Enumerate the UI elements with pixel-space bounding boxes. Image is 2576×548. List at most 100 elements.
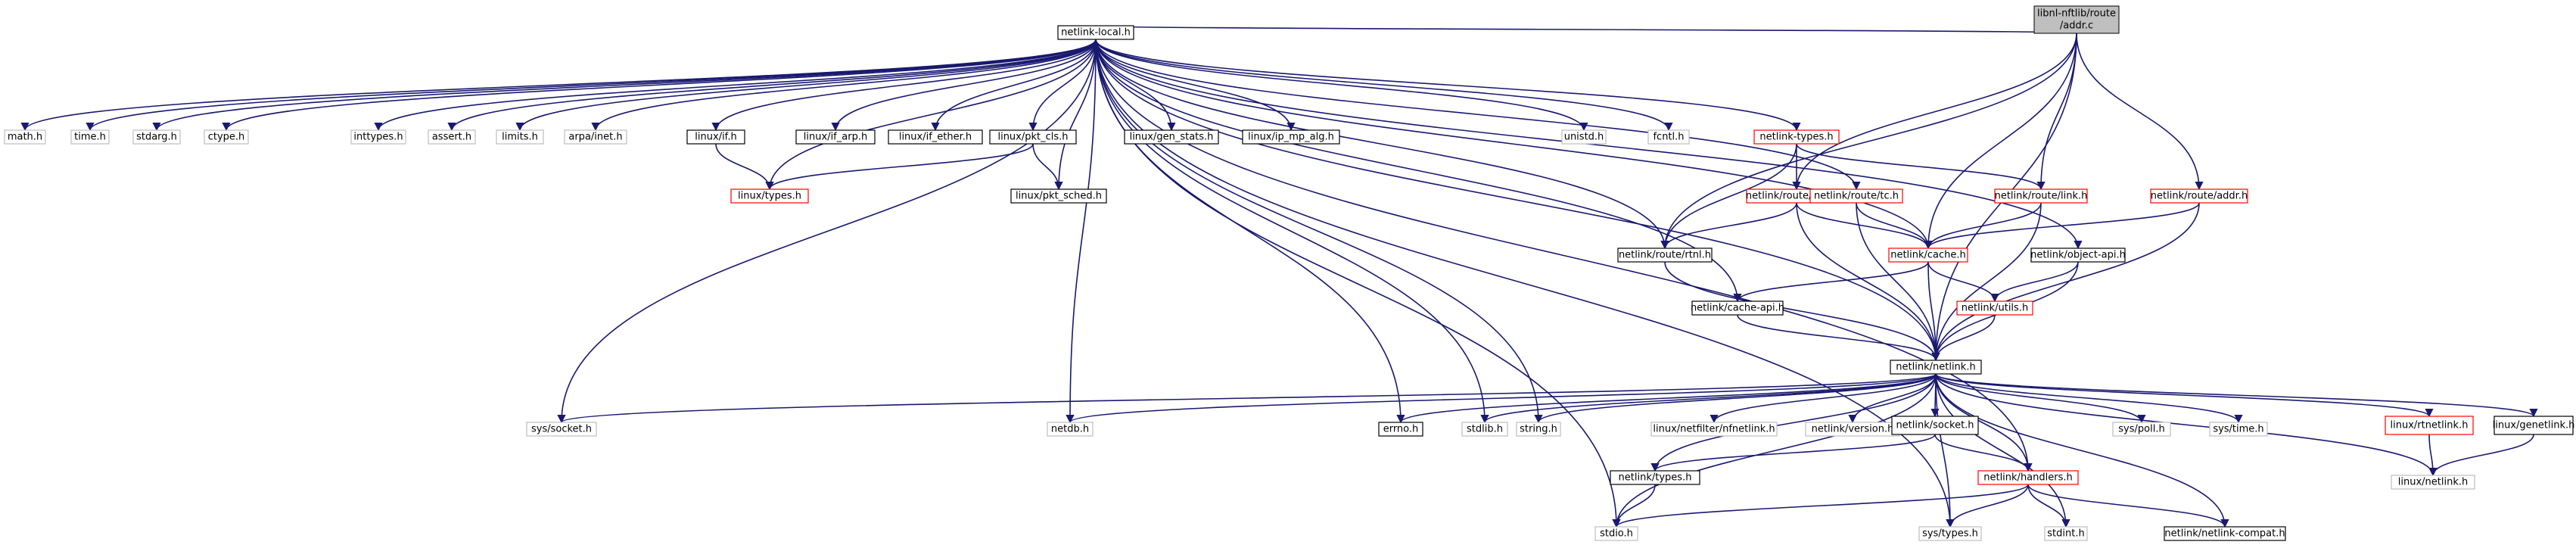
node-cache[interactable]: netlink/cache.h (1888, 248, 1968, 263)
node-netlink-local[interactable]: netlink-local.h (1057, 25, 1134, 40)
node-unistd[interactable]: unistd.h (1561, 129, 1607, 145)
edge-nl_socket-to-handlers (1934, 434, 2033, 472)
edge-netlink_local-to-linux_if_arp (831, 39, 1097, 132)
node-utils[interactable]: netlink/utils.h (1956, 300, 2033, 316)
node-math[interactable]: math.h (4, 129, 46, 145)
node-label: linux/pkt_cls.h (997, 132, 1068, 143)
edge-netlink_netlink-to-sys_types (1935, 373, 1955, 528)
node-linux-if[interactable]: linux/if.h (686, 129, 745, 145)
node-label: errno.h (1383, 424, 1419, 435)
node-box (1461, 422, 1508, 437)
node-stdarg[interactable]: stdarg.h (132, 129, 181, 145)
node-box (2044, 526, 2088, 541)
edge-object_api-to-utils (1990, 261, 2079, 303)
node-route-addr[interactable]: netlink/route/addr.h (2150, 188, 2248, 204)
node-label: netlink/route/addr.h (2151, 191, 2248, 202)
node-stdint[interactable]: stdint.h (2044, 526, 2088, 541)
file-nodes: libnl-nftlib/route /addr.c netlink-local… (4, 5, 2575, 541)
node-nl-version[interactable]: netlink/version.h (1805, 422, 1900, 437)
node-linux-types[interactable]: linux/types.h (730, 188, 809, 204)
node-box (1809, 188, 1903, 204)
node-route-tc[interactable]: netlink/route/tc.h (1809, 188, 1903, 204)
edge-netlink_local-to-ctype (222, 39, 1097, 132)
node-nfnetlink[interactable]: linux/netfilter/nfnetlink.h (1650, 422, 1778, 437)
node-linux-ip-mp-alg[interactable]: linux/ip_mp_alg.h (1242, 129, 1340, 145)
node-label: stdarg.h (136, 132, 177, 143)
node-nl-types[interactable]: netlink/types.h (1610, 470, 1700, 485)
node-label: linux/rtnetlink.h (2391, 420, 2469, 431)
node-box (1647, 129, 1690, 145)
node-route-link[interactable]: netlink/route/link.h (1994, 188, 2088, 204)
node-handlers[interactable]: netlink/handlers.h (1977, 470, 2079, 485)
edge-netlink_local-to-linux_if_ether (931, 39, 1097, 132)
edge-root-to-route_rtnl (1660, 33, 2077, 250)
edge-netlink_local-to-netlink_types (1095, 39, 1801, 132)
node-box (1650, 422, 1778, 437)
dependency-edges (20, 24, 2538, 528)
node-box (1891, 416, 1979, 435)
node-ctype[interactable]: ctype.h (204, 129, 249, 145)
node-string[interactable]: string.h (1516, 422, 1561, 437)
node-netlink-types[interactable]: netlink-types.h (1753, 129, 1840, 145)
edge-linux_pkt_cls-to-linux_types (765, 143, 1034, 191)
node-errno[interactable]: errno.h (1378, 422, 1423, 437)
edge-netlink_local-to-arpa_inet (591, 39, 1097, 132)
node-fcntl[interactable]: fcntl.h (1647, 129, 1690, 145)
root-node-addr-c[interactable]: libnl-nftlib/route /addr.c (2033, 5, 2120, 34)
node-netlink-netlink[interactable]: netlink/netlink.h (1890, 360, 1982, 375)
node-label: inttypes.h (353, 132, 403, 143)
node-box (888, 129, 983, 145)
edge-root-to-route_link (2036, 33, 2077, 191)
node-netdb[interactable]: netdb.h (1047, 422, 1094, 437)
node-sys-types[interactable]: sys/types.h (1918, 526, 1982, 541)
node-stdio[interactable]: stdio.h (1594, 526, 1638, 541)
node-linux-if-arp[interactable]: linux/if_arp.h (795, 129, 876, 145)
edge-netlink_netlink-to-errno (1396, 373, 1937, 424)
node-inttypes[interactable]: inttypes.h (350, 129, 406, 145)
node-linux-if-ether[interactable]: linux/if_ether.h (888, 129, 983, 145)
node-linux-gen-stats[interactable]: linux/gen_stats.h (1124, 129, 1219, 145)
node-assert[interactable]: assert.h (428, 129, 476, 145)
node-stdlib[interactable]: stdlib.h (1461, 422, 1508, 437)
node-box (1516, 422, 1561, 437)
node-label: netlink-local.h (1061, 27, 1131, 39)
edge-netlink_local-to-math (20, 39, 1097, 132)
edge-netlink_netlink-to-string (1534, 373, 1937, 424)
root-label-line1: libnl-nftlib/route (2037, 8, 2116, 20)
edge-nl_socket-to-nl_types (1650, 434, 1936, 472)
node-genetlink[interactable]: linux/genetlink.h (2493, 416, 2575, 435)
edge-netlink_local-to-inttypes (374, 39, 1097, 132)
node-sys-socket[interactable]: sys/socket.h (526, 422, 597, 437)
node-label: linux/gen_stats.h (1130, 132, 1214, 143)
edge-route_route-to-netlink_netlink (1796, 202, 1940, 362)
node-box (1890, 360, 1982, 375)
node-label: netlink/netlink.h (1896, 362, 1975, 373)
node-linux-netlink[interactable]: linux/netlink.h (2391, 475, 2475, 490)
edge-route_tc-to-cache (1856, 202, 1933, 250)
node-cache-api[interactable]: netlink/cache-api.h (1691, 300, 1784, 316)
edge-netlink_local-to-route_tc (1095, 39, 1861, 191)
node-linux-pkt-sched[interactable]: linux/pkt_sched.h (1010, 188, 1107, 204)
node-sys-time[interactable]: sys/time.h (2209, 422, 2268, 437)
edge-netlink_local-to-route_rtnl (1095, 39, 1669, 250)
node-limits[interactable]: limits.h (496, 129, 544, 145)
node-nl-compat[interactable]: netlink/netlink-compat.h (2164, 526, 2286, 541)
node-sys-poll[interactable]: sys/poll.h (2112, 422, 2171, 437)
edge-linux_if-to-linux_types (715, 143, 774, 191)
node-nl-socket[interactable]: netlink/socket.h (1891, 416, 1979, 435)
edge-netlink_local-to-fcntl (1095, 39, 1673, 132)
node-linux-pkt-cls[interactable]: linux/pkt_cls.h (989, 129, 1077, 145)
node-arpa-inet[interactable]: arpa/inet.h (564, 129, 627, 145)
node-object-api[interactable]: netlink/object-api.h (2030, 248, 2126, 263)
edge-netlink_netlink-to-netdb (1066, 373, 1937, 424)
node-label: sys/time.h (2213, 424, 2263, 435)
edge-utils-to-netlink_netlink (1931, 314, 1996, 362)
node-box (350, 129, 406, 145)
node-route-rtnl[interactable]: netlink/route/rtnl.h (1617, 248, 1713, 263)
node-box (526, 422, 597, 437)
node-rtnetlink[interactable]: linux/rtnetlink.h (2385, 416, 2474, 435)
edge-netlink_local-to-stdlib (1095, 39, 1489, 424)
edge-netlink_local-to-assert (447, 39, 1097, 132)
node-label: linux/pkt_sched.h (1016, 191, 1102, 202)
node-time[interactable]: time.h (70, 129, 110, 145)
